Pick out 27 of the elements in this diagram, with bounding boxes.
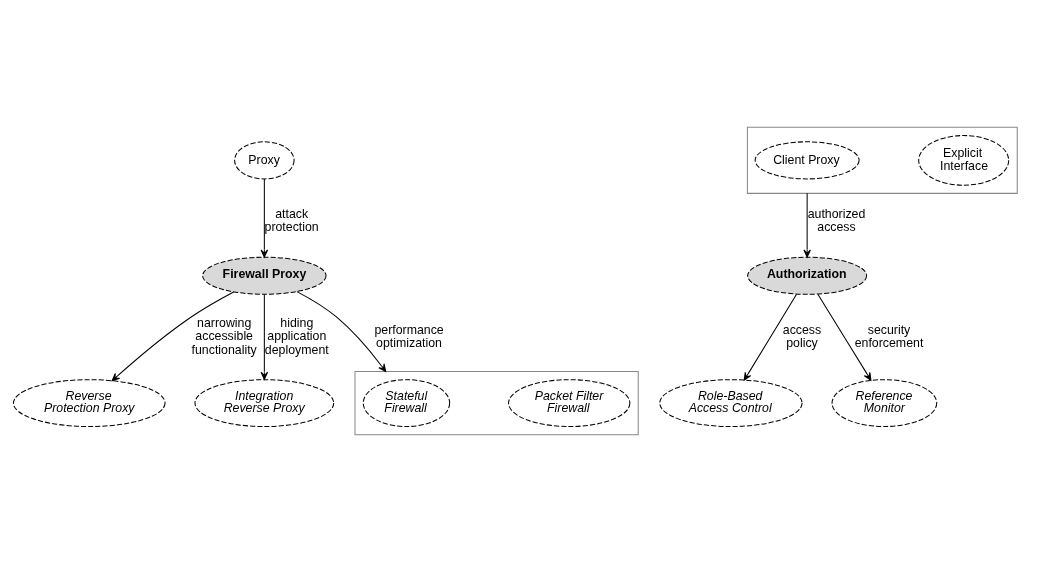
cluster <box>353 371 639 436</box>
node-ellipse: Packet Filter Firewall <box>507 379 630 428</box>
edge-label: attack protection <box>264 206 319 235</box>
arrow <box>743 293 797 381</box>
node-ellipse: Authorization <box>746 256 867 295</box>
node-ellipse: Reference Monitor <box>831 379 937 428</box>
node-ellipse: Stateful Firewall <box>362 379 450 428</box>
edge-label: authorized access <box>807 206 865 235</box>
arrow <box>111 291 234 382</box>
node-ellipse: Explicit Interface <box>917 135 1009 186</box>
arrow <box>260 178 268 258</box>
edge-label: hiding application deployment <box>264 315 329 357</box>
node-ellipse: Integration Reverse Proxy <box>193 379 334 428</box>
node-ellipse: Firewall Proxy <box>201 256 327 295</box>
edge-label: access policy <box>782 322 821 350</box>
edge-label: security enforcement <box>854 322 923 350</box>
edge-label: narrowing accessible functionality <box>191 315 257 357</box>
arrow <box>295 291 386 373</box>
node-ellipse: Proxy <box>233 141 295 180</box>
node-ellipse: Client Proxy <box>754 141 860 180</box>
node-ellipse: Reverse Protection Proxy <box>12 379 166 428</box>
arrow <box>260 293 268 380</box>
arrow <box>816 293 871 381</box>
edge-label: performance optimization <box>373 322 444 350</box>
cluster <box>746 126 1018 194</box>
node-ellipse: Role-Based Access Control <box>658 379 803 428</box>
arrow <box>802 192 811 258</box>
